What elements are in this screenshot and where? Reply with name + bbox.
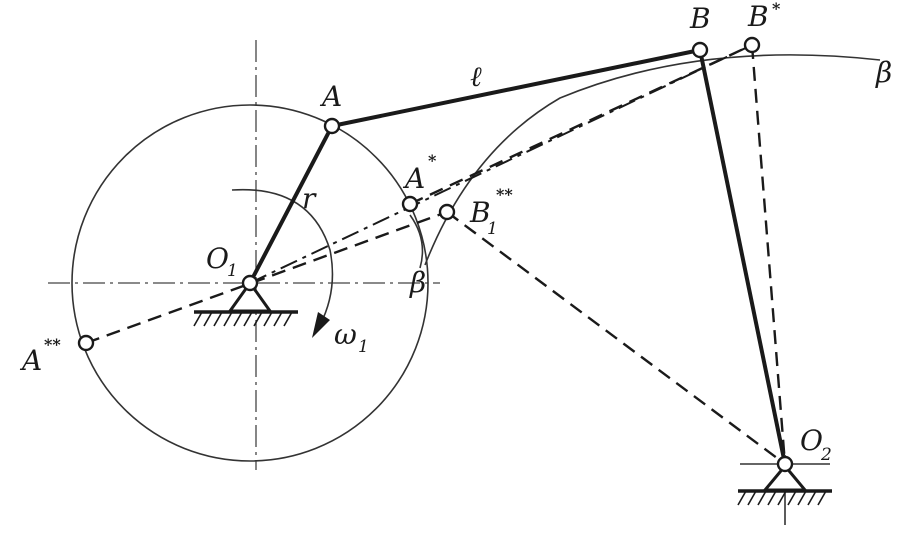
label-O2-sub: 2: [820, 445, 832, 465]
line-O1-to-Bstar: [249, 44, 753, 284]
crank-O1-A: [248, 125, 334, 284]
label-O2: O: [800, 424, 823, 457]
ground-support-o1: [193, 280, 298, 327]
label-beta-right: β: [875, 56, 892, 89]
joint-A: [323, 117, 341, 135]
joint-O2: [776, 455, 794, 473]
label-O1-sub: 1: [227, 261, 238, 281]
line-Astar-to-Bstar: [409, 43, 753, 206]
omega-arrowhead: [312, 312, 330, 338]
label-omega-sub: 1: [358, 337, 369, 357]
line-A-dstar-to-B1: [85, 210, 448, 345]
rocker-arc-beta: [424, 54, 881, 266]
joint-A-double-star: [77, 334, 95, 352]
label-B1-sup: **: [496, 185, 513, 204]
joint-B: [691, 41, 709, 59]
joint-B-star: [743, 36, 761, 54]
joint-B1-double-star: [438, 203, 456, 221]
ground-support-o2: [737, 463, 832, 506]
lower-beta-arc: [409, 214, 424, 269]
label-O1: O: [206, 242, 229, 275]
label-B-star: B: [747, 0, 769, 33]
label-B-star-sup: *: [772, 0, 781, 18]
rocker-B-O2: [698, 49, 787, 465]
label-B: B: [689, 2, 711, 35]
label-l: ℓ: [470, 60, 482, 93]
label-B1-sub: 1: [487, 219, 498, 239]
label-A-double-star-sup: **: [44, 335, 61, 354]
label-beta-lower: β: [409, 266, 426, 299]
joint-O1: [241, 274, 259, 292]
label-B1: B: [469, 196, 491, 229]
label-r: r: [302, 182, 317, 215]
label-A-double-star: A: [19, 344, 42, 377]
label-omega: ω: [334, 318, 357, 351]
label-A-star: A: [402, 162, 425, 195]
line-Bstar-to-O2: [750, 44, 787, 465]
line-B1-to-O2: [446, 211, 786, 465]
omega-arc: [231, 188, 334, 326]
crank-circle: [71, 104, 429, 462]
label-A: A: [319, 80, 342, 113]
coupler-A-B: [331, 48, 701, 128]
joint-A-star: [401, 195, 419, 213]
label-A-star-sup: *: [428, 151, 437, 170]
